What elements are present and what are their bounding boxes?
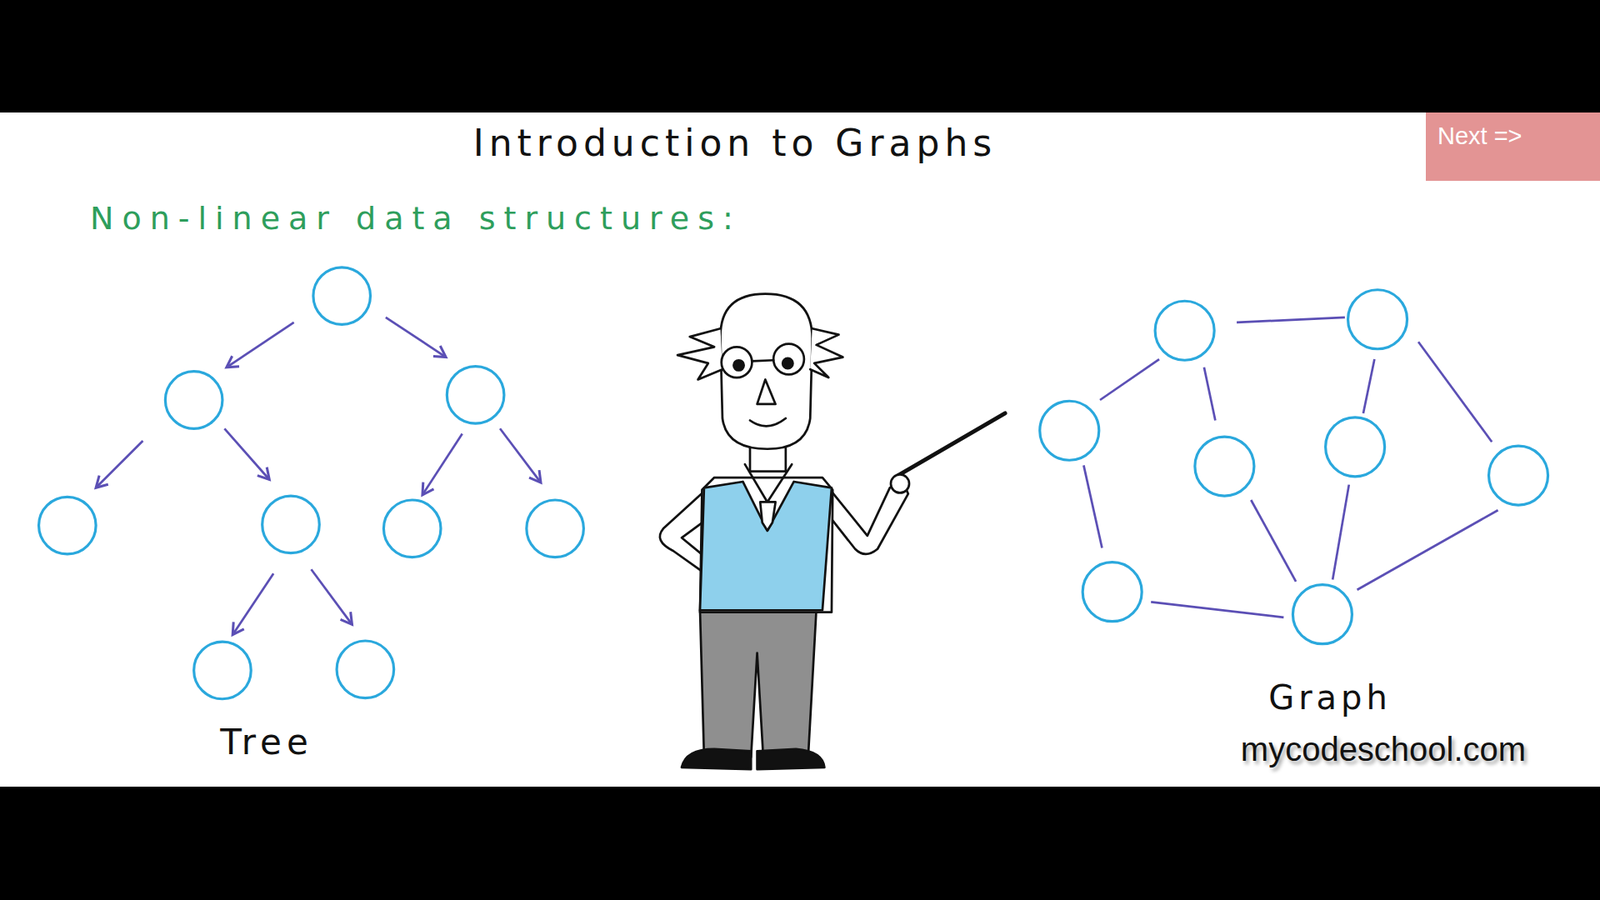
tree-edges xyxy=(95,317,541,635)
watermark: mycodeschool.com xyxy=(1240,730,1526,769)
teacher-figure xyxy=(660,294,1005,770)
button-label: Next => xyxy=(1437,122,1589,150)
graph-edges xyxy=(1083,317,1498,618)
section-heading: Non-linear data structures: xyxy=(90,200,742,237)
next-button: Next => xyxy=(1425,112,1600,181)
graph-caption: Graph xyxy=(1268,678,1392,717)
diagram-title: Introduction to Graphs xyxy=(473,121,997,165)
graph-circles xyxy=(1040,290,1549,645)
tree-caption: Tree xyxy=(220,721,314,763)
tree-circles xyxy=(39,267,585,700)
